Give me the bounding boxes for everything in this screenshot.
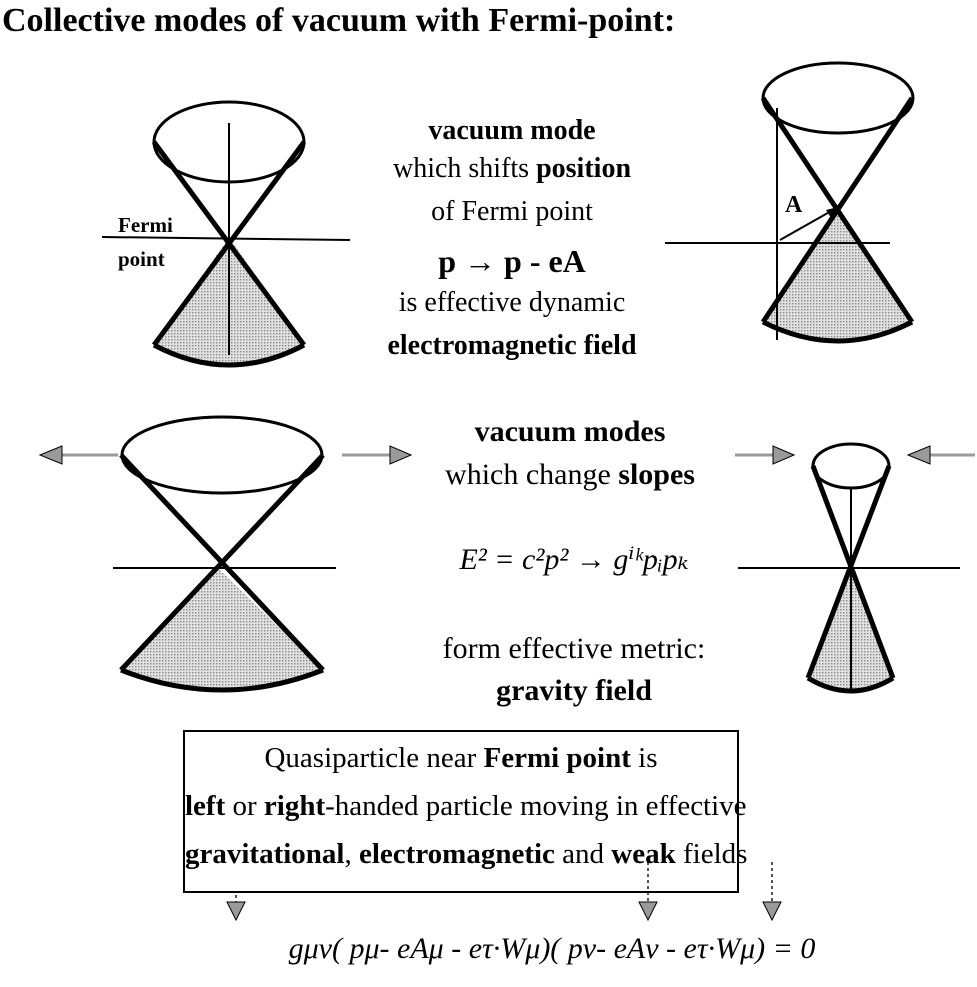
box-line3-mid: and	[554, 838, 612, 870]
box-line1-text: Quasiparticle near	[264, 742, 484, 774]
grav-line4: form effective metric:	[442, 632, 706, 665]
em-line5: is effective dynamic	[398, 287, 626, 318]
em-line2-bold: position	[536, 153, 632, 184]
box-line2-bold2: right	[263, 790, 326, 822]
box-line3-sep: ,	[344, 838, 359, 870]
cone-shifted	[665, 61, 915, 344]
final-equation: gμν( pμ- eAμ - eτ·Wμ)( pν- eAν - eτ·Wμ) …	[288, 932, 816, 965]
cone-narrow	[738, 442, 960, 694]
cone-wide	[113, 415, 336, 693]
grav-line2-bold: slopes	[618, 458, 695, 491]
grav-line5: gravity field	[496, 674, 652, 707]
arrow-left-inward	[906, 445, 975, 465]
em-line2: which shifts position	[393, 153, 631, 185]
box-line3-post: fields	[675, 838, 748, 870]
arrow-right-outward	[342, 445, 413, 465]
arrow-down-gravitational	[226, 895, 246, 922]
vector-A-arrowhead	[826, 207, 838, 218]
arrow-down-weak	[762, 862, 782, 922]
box-line1: Quasiparticle near Fermi point is	[185, 742, 737, 775]
em-line1: vacuum mode	[428, 115, 596, 146]
grav-line2-text: which change	[445, 458, 619, 491]
fermi-label-line1: Fermi	[118, 213, 173, 237]
em-line3: of Fermi point	[431, 196, 593, 227]
fermi-label-line2: point	[118, 247, 165, 271]
box-line2-bold1: left	[185, 790, 226, 822]
box-line3-bold1: gravitational	[185, 838, 345, 870]
em-line6: electromagnetic field	[387, 330, 637, 361]
arrow-left-outward	[38, 445, 118, 465]
grav-line2: which change slopes	[445, 458, 695, 492]
box-line1-post: is	[630, 742, 658, 774]
box-line3-bold3: weak	[611, 838, 676, 870]
box-line2-post: -handed particle moving in effective	[325, 790, 747, 822]
cone-fermi-point	[101, 100, 351, 368]
box-line2: left or right-handed particle moving in …	[185, 790, 747, 823]
grav-line1: vacuum modes	[474, 415, 666, 448]
box-line2-mid: or	[225, 790, 264, 822]
grav-formula: E² = c²p² → gⁱᵏpᵢpₖ	[459, 543, 689, 576]
summary-box: Quasiparticle near Fermi point is left o…	[183, 730, 747, 893]
em-formula: p → p - eA	[438, 243, 586, 279]
arrow-down-electromagnetic	[638, 862, 658, 922]
page-title: Collective modes of vacuum with Fermi-po…	[2, 2, 676, 39]
box-line3: gravitational, electromagnetic and weak …	[185, 838, 747, 871]
em-line2-text: which shifts	[392, 153, 537, 184]
box-line1-bold: Fermi point	[483, 742, 631, 774]
box-line3-bold2: electromagnetic	[359, 838, 555, 870]
vector-A-label: A	[785, 192, 803, 218]
arrow-right-inward	[735, 445, 796, 465]
